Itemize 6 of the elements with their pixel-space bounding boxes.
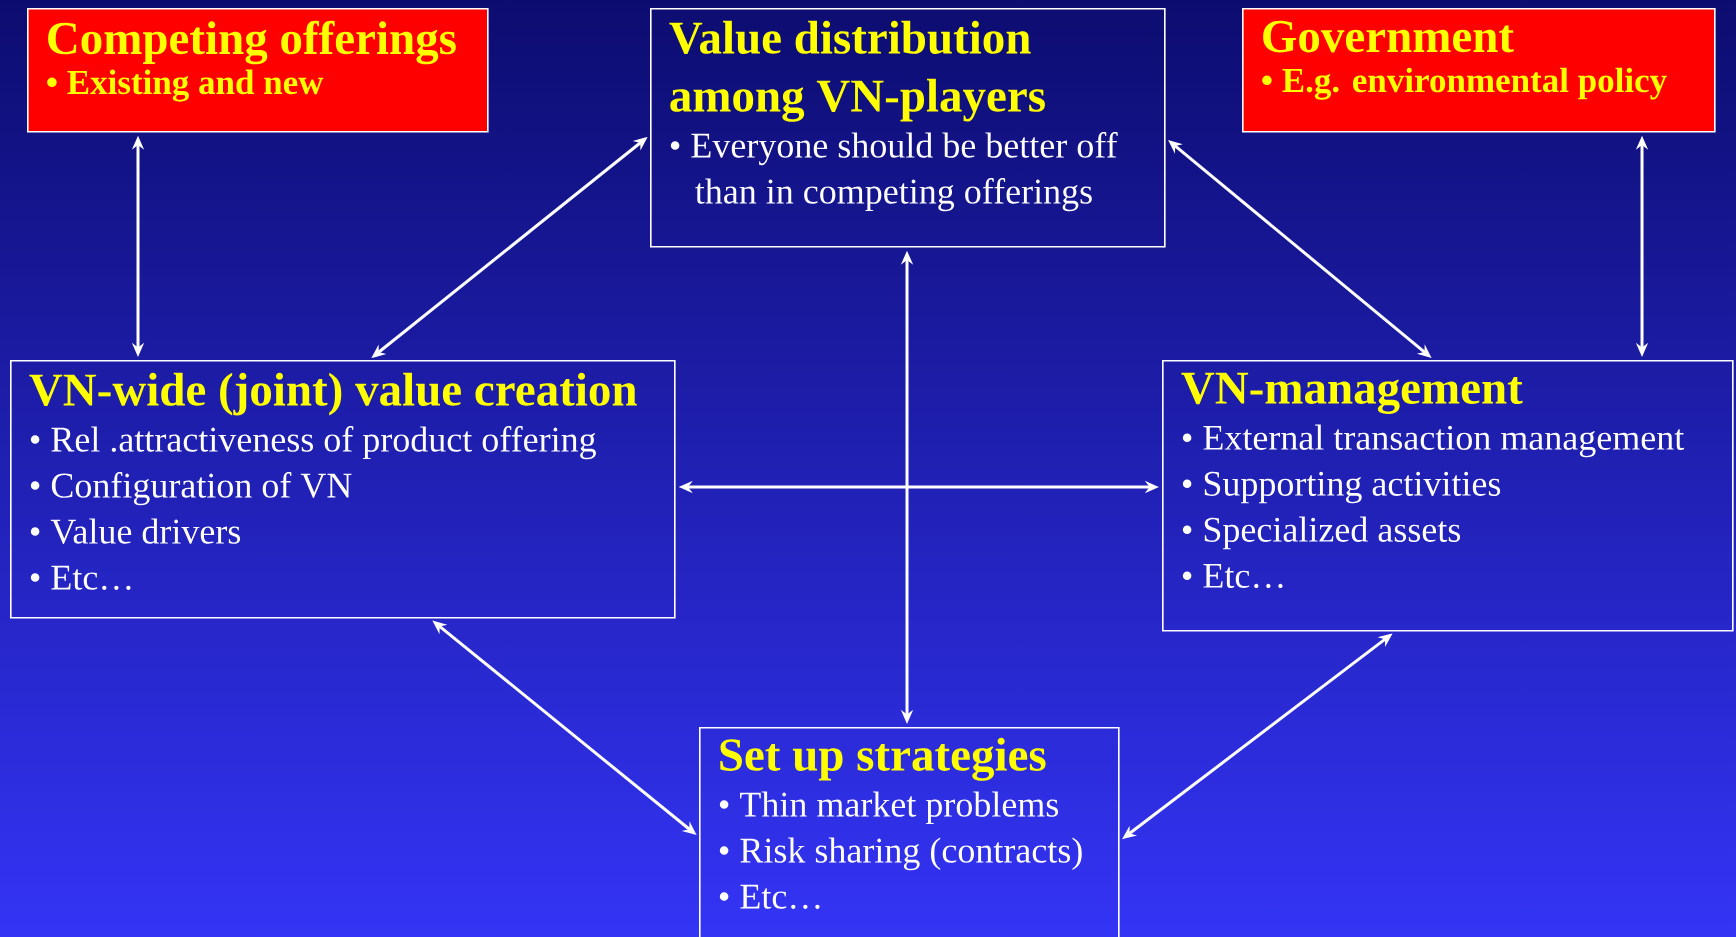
text-box: VN-management • External transaction management • Supporting activities • Specialized assets • Etc… xyxy=(1162,360,1734,632)
text-box: Value distribution among VN-players • Everyone should be better off than in competing offerings xyxy=(650,8,1166,248)
text-box: Government • E.g. environmental policy xyxy=(1242,8,1716,133)
text-box: VN-wide (joint) value creation • Rel .attractiveness of product offering • Configuration of VN • Value drivers • Etc… xyxy=(10,360,676,619)
text-box: Set up strategies • Thin market problems • Risk sharing (contracts) • Etc… xyxy=(699,727,1120,937)
text-box: Competing offerings • Existing and new xyxy=(27,8,489,133)
